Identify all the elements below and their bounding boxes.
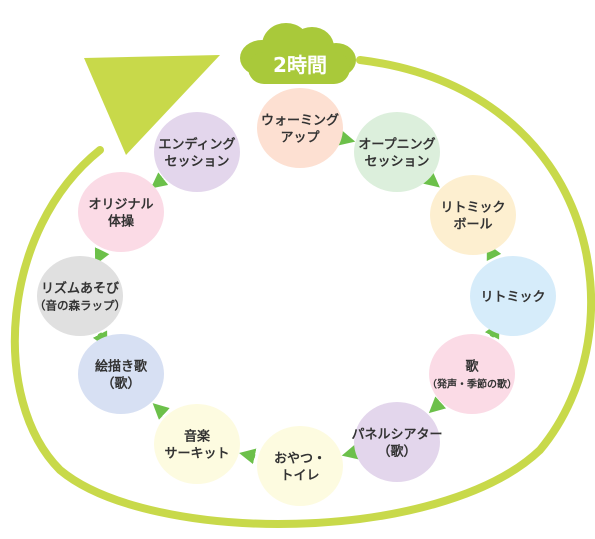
step-node-circle: [470, 256, 556, 336]
step-node-circle: [78, 334, 164, 414]
step-node-label: （歌）: [377, 444, 416, 460]
step-node-label: ボール: [453, 217, 492, 233]
step-node-circle: [354, 402, 440, 482]
step-node-song: 歌 （発声・季節の歌）: [427, 334, 517, 414]
step-node-label: 歌: [465, 359, 479, 375]
step-node-label: サーキット: [164, 447, 229, 462]
step-node-circle: [429, 334, 515, 414]
step-node-picture-song: 絵描き歌（歌）: [78, 334, 164, 414]
step-arrow: [337, 130, 356, 146]
step-arrows: [92, 130, 502, 465]
step-node-label: アップ: [280, 131, 320, 146]
step-node-label: （音の森ラップ）: [34, 299, 126, 313]
step-node-label: 絵描き歌: [95, 359, 148, 375]
step-node-circle: [78, 172, 164, 252]
step-node-label: 体操: [108, 214, 134, 230]
step-node-circle: [257, 426, 343, 506]
step-node-label: おやつ・: [274, 452, 326, 467]
step-node-circle: [154, 404, 240, 484]
step-nodes: ウォーミングアップオープニングセッションリトミックボールリトミック歌（発声・季節…: [34, 88, 556, 506]
step-node-label: トイレ: [280, 469, 319, 484]
step-node-circle: [37, 256, 123, 336]
step-node-circle: [257, 88, 343, 168]
step-node-label: 音楽: [184, 429, 211, 445]
step-node-label: リトミック: [480, 290, 545, 305]
step-node-circle: [354, 112, 440, 192]
step-node-label: ウォーミング: [261, 113, 339, 129]
step-node-label: オリジナル: [88, 198, 153, 213]
step-node-label: セッション: [164, 155, 229, 170]
step-node-panel-theater: パネルシアター（歌）: [351, 402, 443, 482]
step-node-rhythmic: リトミック: [470, 256, 556, 336]
outer-cycle-ring: [11, 56, 595, 528]
step-arrow: [239, 448, 257, 465]
step-node-label: オープニング: [358, 137, 435, 153]
step-arrow: [94, 247, 110, 266]
duration-label: 2時間: [273, 53, 327, 77]
step-arrow: [341, 444, 360, 460]
duration-cloud-badge: 2時間: [240, 23, 356, 84]
step-arrow: [152, 403, 170, 420]
step-node-circle: [430, 175, 516, 255]
step-node-label: リトミック: [440, 201, 505, 216]
step-node-label: パネルシアター: [351, 428, 442, 443]
step-node-snack-toilet: おやつ・トイレ: [257, 426, 343, 506]
step-node-rhythm-play: リズムあそび （音の森ラップ）: [34, 256, 126, 336]
cycle-direction-arrowhead: [84, 55, 220, 155]
step-node-label: エンディング: [158, 137, 235, 153]
step-node-label: セッション: [364, 155, 429, 170]
step-node-label: （歌）: [101, 376, 140, 392]
step-node-label: リズムあそび: [41, 281, 120, 297]
step-arrow: [428, 396, 447, 414]
step-arrow: [422, 171, 440, 188]
step-node-label: （発声・季節の歌）: [427, 378, 517, 391]
step-node-circle: [154, 112, 240, 192]
